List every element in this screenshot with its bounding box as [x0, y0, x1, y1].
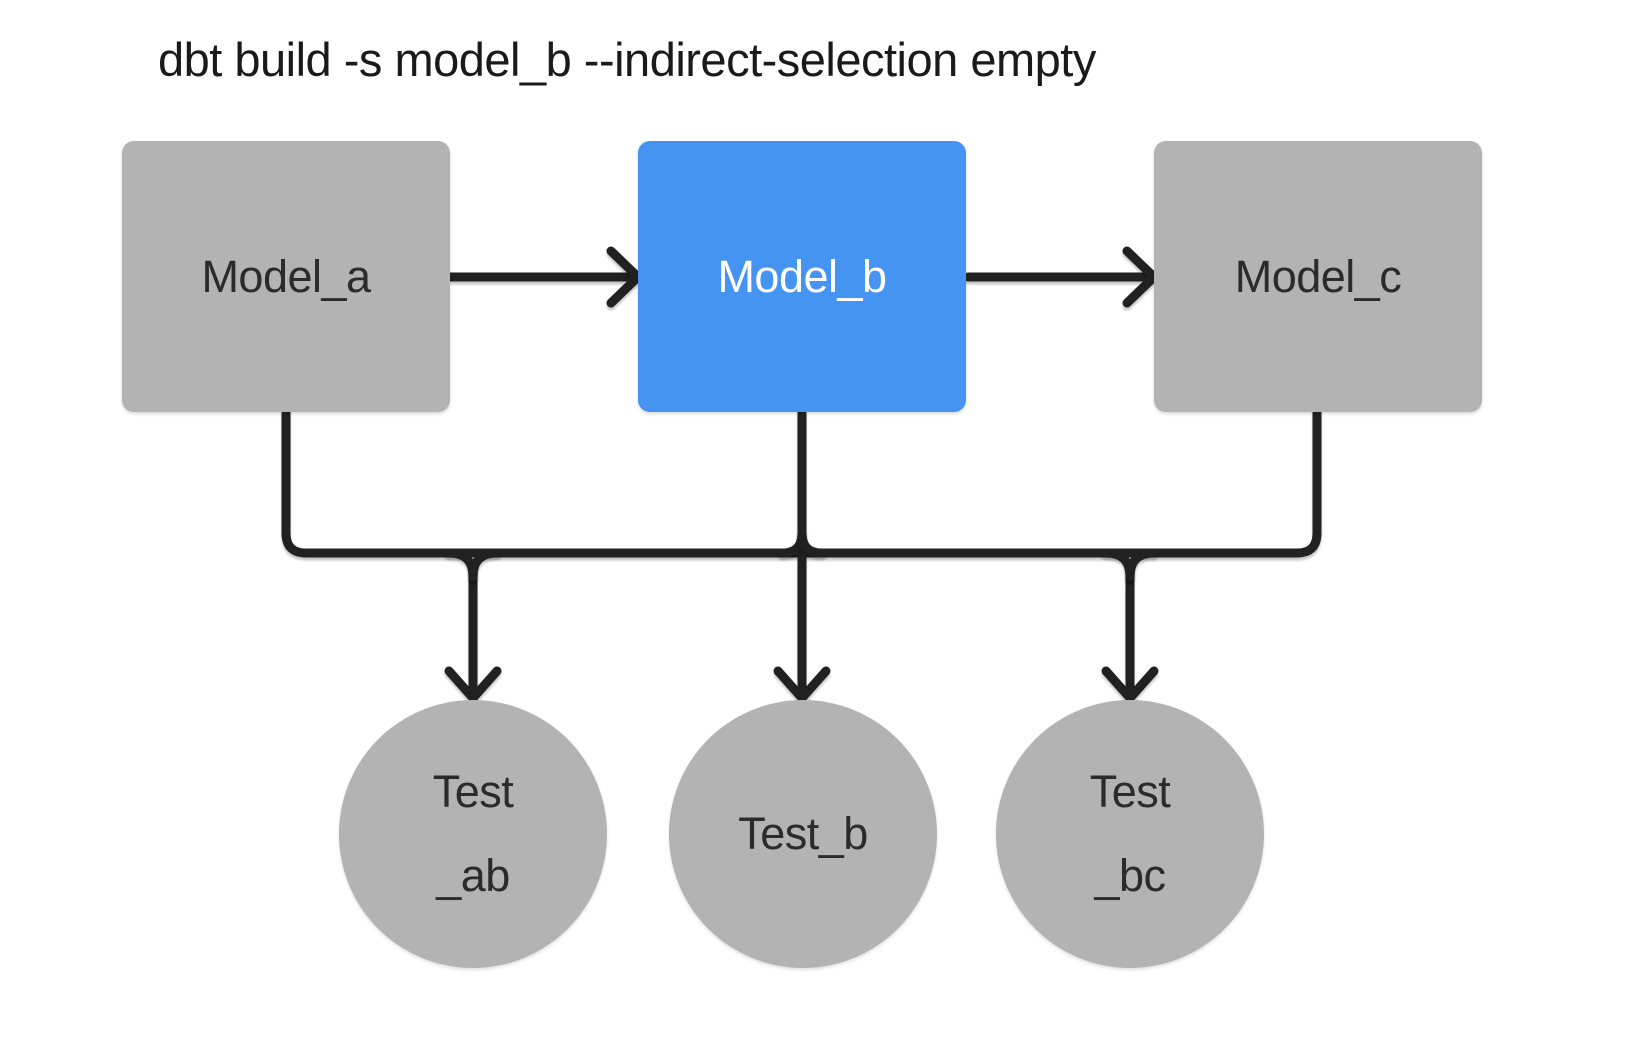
node-model-b-label: Model_b — [717, 250, 887, 302]
junction-fillet — [1125, 548, 1159, 582]
node-test-b-label: Test_b — [738, 808, 868, 859]
node-model-c-label: Model_c — [1234, 250, 1402, 302]
arrowhead-test-b-icon — [773, 666, 831, 703]
junction-fillet — [797, 528, 827, 558]
node-model-c: Model_c — [1154, 141, 1482, 412]
node-test-ab: Test _ab — [339, 700, 607, 968]
junction-fillet — [777, 528, 807, 558]
node-test-ab-label-line2: _ab — [436, 850, 510, 901]
junction-fillet — [1101, 548, 1135, 582]
arrowhead-test-bc-icon — [1101, 666, 1159, 703]
node-test-b: Test_b — [669, 700, 937, 968]
arrowhead-model-c-icon — [1122, 246, 1159, 308]
arrowhead-model-b-icon — [606, 246, 643, 308]
node-model-b-selected: Model_b — [638, 141, 966, 412]
page-title: dbt build -s model_b --indirect-selectio… — [158, 33, 1096, 86]
arrowhead-test-ab-icon — [444, 666, 502, 703]
junction-fillet — [468, 548, 502, 582]
edge-shared-bus — [281, 407, 1322, 558]
junction-fillet — [444, 548, 478, 582]
node-test-bc-label-line1: Test — [1089, 766, 1171, 817]
node-model-a: Model_a — [122, 141, 450, 412]
node-test-bc: Test _bc — [996, 700, 1264, 968]
node-test-bc-label-line2: _bc — [1094, 850, 1166, 901]
node-model-a-label: Model_a — [201, 250, 371, 302]
node-test-ab-label-line1: Test — [432, 766, 514, 817]
